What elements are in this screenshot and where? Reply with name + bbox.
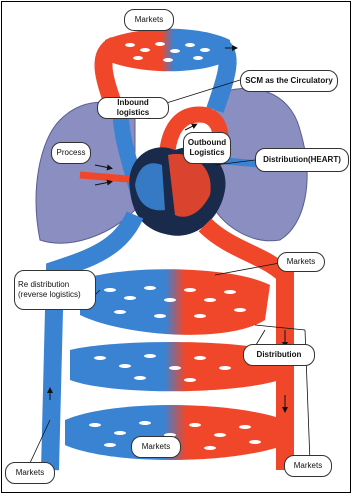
top-capillary-bed (105, 29, 230, 72)
label-scm-circulatory: SCM as the Circulatory (240, 70, 338, 92)
label-markets-bottom-center: Markets (131, 436, 181, 458)
label-markets-right: Markets (277, 252, 325, 272)
label-re-distribution: Re distribution (reverse logistics) (14, 270, 96, 310)
label-inbound-logistics: Inbound logistics (97, 97, 169, 119)
label-outbound-logistics: Outbound Logistics (183, 132, 231, 164)
label-distribution: Distribution (243, 344, 315, 366)
label-process: Process (51, 142, 91, 164)
label-markets-bottom-left: Markets (5, 462, 55, 484)
capillary-bed-1 (80, 269, 270, 335)
label-markets-top: Markets (124, 9, 174, 31)
label-markets-bottom-right: Markets (284, 455, 332, 477)
label-distribution-heart: Distribution(HEART) (255, 148, 349, 172)
